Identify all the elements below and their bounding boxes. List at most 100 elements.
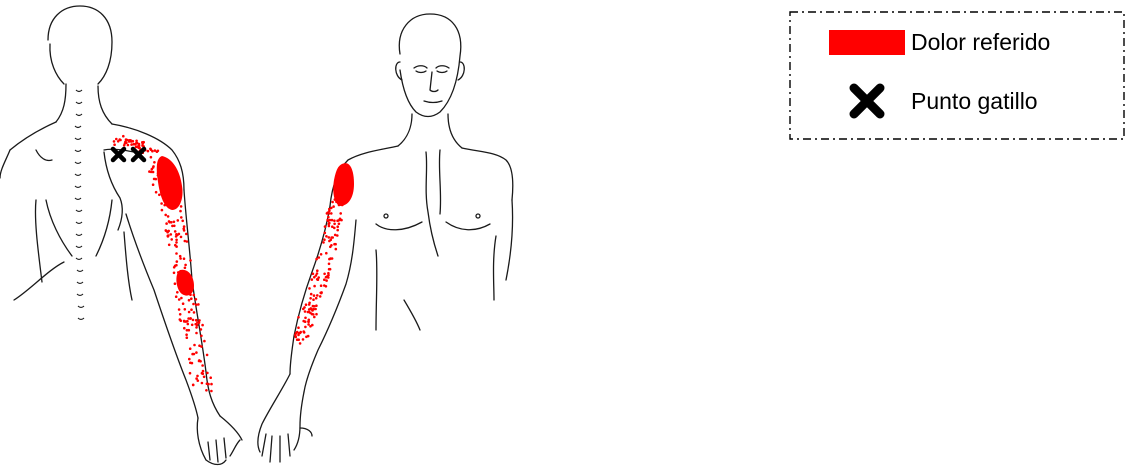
pain-stipple-dot: [198, 321, 201, 324]
pain-stipple-dot: [203, 340, 206, 343]
pain-stipple-dot: [161, 209, 164, 212]
pain-stipple-dot: [188, 358, 191, 361]
pain-stipple-dot: [191, 324, 194, 327]
pain-stipple-dot: [184, 240, 187, 243]
pain-stipple-dot: [206, 354, 209, 357]
pain-stipple-dot: [316, 278, 319, 281]
pain-stipple-dot: [311, 324, 314, 327]
pain-stipple-dot: [327, 216, 330, 219]
pain-stipple-dot: [339, 218, 342, 221]
pain-stipple-dot: [298, 332, 301, 335]
pain-stipple-dot: [210, 390, 213, 393]
pain-stipple-dot: [173, 266, 176, 269]
pain-stipple-dot: [297, 326, 300, 329]
pain-stipple-dot: [150, 148, 153, 151]
pain-stipple-dot: [315, 297, 318, 300]
pain-stipple-dot: [315, 258, 318, 261]
back-view-figure: [0, 6, 242, 465]
pain-stipple-dot: [327, 272, 330, 275]
pain-stipple-dot: [331, 219, 334, 222]
pain-stipple-dot: [135, 140, 138, 143]
pain-stipple-dot: [328, 236, 331, 239]
pain-stipple-dot: [175, 245, 178, 248]
pain-stipple-dot: [303, 306, 306, 309]
pain-stipple-dot: [168, 244, 171, 247]
pain-stipple-dot: [179, 210, 182, 213]
pain-stipple-dot: [170, 221, 173, 224]
pain-stipple-dot: [305, 303, 308, 306]
pain-stipple-dot: [183, 225, 186, 228]
legend-label-referred-pain: Dolor referido: [911, 29, 1050, 56]
pain-stipple-dot: [313, 276, 316, 279]
pain-stipple-dot: [318, 256, 321, 259]
pain-stipple-dot: [332, 205, 335, 208]
legend: Dolor referido Punto gatillo: [789, 11, 1125, 140]
legend-label-trigger-point: Punto gatillo: [911, 88, 1038, 115]
pain-stipple-dot: [297, 316, 300, 319]
pain-stipple-dot: [170, 238, 173, 241]
legend-item-trigger-point: Punto gatillo: [829, 81, 1038, 121]
pain-stipple-dot: [176, 291, 179, 294]
pain-stipple-dot: [320, 253, 323, 256]
front-solid-pain-shoulder: [333, 163, 354, 206]
pain-stipple-dot: [331, 201, 334, 204]
pain-stipple-dot: [177, 219, 180, 222]
pain-stipple-dot: [113, 143, 116, 146]
pain-stipple-dot: [193, 344, 196, 347]
pain-stipple-dot: [127, 144, 130, 147]
pain-stipple-dot: [329, 257, 332, 260]
pain-stipple-dot: [195, 351, 198, 354]
pain-stipple-dot: [308, 287, 311, 290]
pain-stipple-dot: [325, 252, 328, 255]
pain-stipple-dot: [324, 225, 327, 228]
pain-stipple-dot: [189, 259, 192, 262]
pain-stipple-dot: [323, 284, 326, 287]
pain-stipple-dot: [141, 142, 144, 145]
pain-stipple-dot: [186, 320, 189, 323]
pain-stipple-dot: [329, 268, 332, 271]
pain-stipple-dot: [304, 317, 307, 320]
pain-stipple-dot: [312, 298, 315, 301]
pain-stipple-dot: [189, 372, 192, 375]
pain-stipple-dot: [310, 307, 313, 310]
pain-stipple-dot: [154, 149, 157, 152]
pain-stipple-dot: [122, 135, 125, 138]
pain-stipple-dot: [136, 145, 139, 148]
pain-stipple-dot: [323, 273, 326, 276]
trigger-point-legend-icon: [829, 81, 905, 121]
pain-stipple-dot: [311, 309, 314, 312]
pain-stipple-dot: [166, 231, 169, 234]
pain-stipple-dot: [175, 264, 178, 267]
pain-stipple-dot: [181, 220, 184, 223]
pain-stipple-dot: [323, 238, 326, 241]
pain-stipple-dot: [183, 327, 186, 330]
pain-stipple-dot: [188, 299, 191, 302]
pain-stipple-dot: [316, 269, 319, 272]
pain-stipple-dot: [334, 243, 337, 246]
pain-stipple-dot: [200, 335, 203, 338]
front-view-figure: [258, 14, 513, 462]
pain-stipple-dot: [130, 143, 133, 146]
pain-stipple-dot: [180, 216, 183, 219]
pain-stipple-dot: [152, 183, 155, 186]
pain-stipple-dot: [176, 260, 179, 263]
pain-stipple-dot: [308, 311, 311, 314]
pain-stipple-dot: [334, 234, 337, 237]
pain-stipple-dot: [186, 329, 189, 332]
pain-stipple-dot: [171, 225, 174, 228]
pain-stipple-dot: [182, 228, 185, 231]
pain-stipple-dot: [331, 236, 334, 239]
pain-stipple-dot: [339, 212, 342, 215]
pain-stipple-dot: [179, 255, 182, 258]
pain-stipple-dot: [167, 215, 170, 218]
pain-stipple-dot: [180, 297, 183, 300]
pain-stipple-dot: [302, 338, 305, 341]
pain-stipple-dot: [308, 319, 311, 322]
pain-stipple-dot: [338, 223, 341, 226]
pain-stipple-dot: [184, 267, 187, 270]
pain-stipple-dot: [178, 308, 181, 311]
pain-stipple-dot: [333, 227, 336, 230]
pain-stipple-dot: [147, 150, 150, 153]
pain-stipple-dot: [175, 241, 178, 244]
pain-stipple-dot: [327, 220, 330, 223]
